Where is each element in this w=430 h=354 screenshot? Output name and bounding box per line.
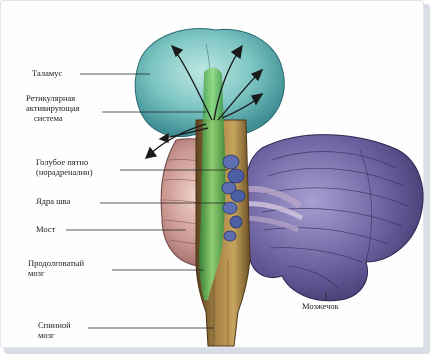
label-raphe-nuclei: Ядра шва: [36, 197, 70, 207]
label-cerebellum: Мозжечок: [302, 302, 339, 312]
label-thalamus: Таламус: [32, 69, 62, 79]
label-reticular-line3: система: [34, 114, 63, 124]
label-locus-line2: (норадреналин): [36, 168, 93, 178]
label-spinal-line2: мозг: [38, 331, 54, 341]
label-pons: Мост: [36, 225, 55, 235]
label-medulla-line2: мозг: [28, 269, 44, 279]
cerebellum-shape: [239, 135, 423, 301]
